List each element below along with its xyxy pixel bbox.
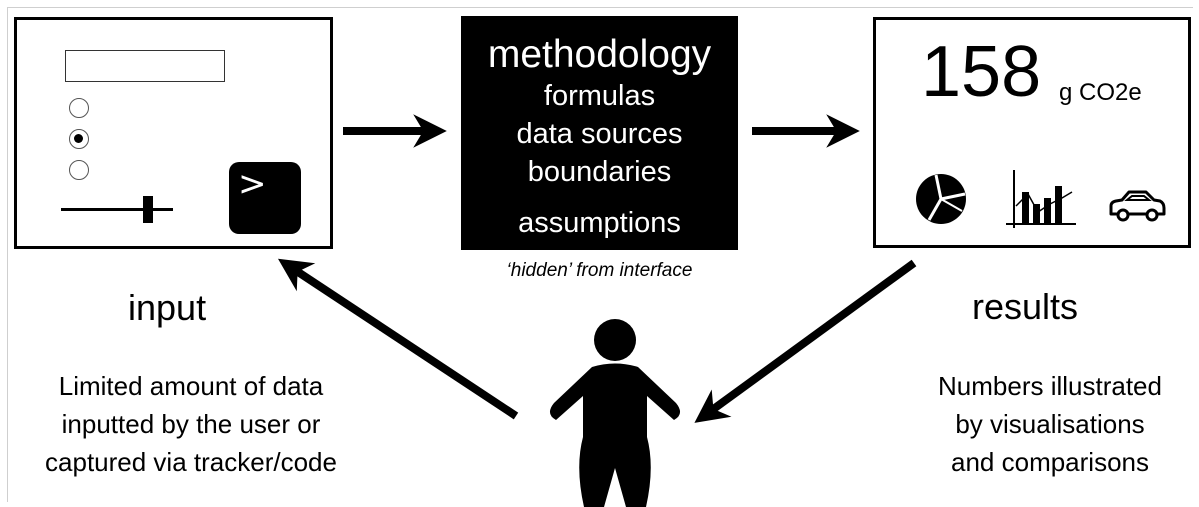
arrow-user-to-input	[277, 258, 519, 420]
input-description-line-1: Limited amount of data	[58, 371, 324, 401]
results-interface-box: 158 g CO2e	[873, 17, 1191, 248]
text-field-mock	[65, 50, 225, 82]
radio-option-1	[69, 98, 89, 118]
input-description-line-2: inputted by the user or	[61, 409, 321, 439]
result-value: 158	[921, 32, 1042, 112]
radio-option-2-selected	[69, 129, 89, 149]
methodology-title: methodology	[487, 33, 712, 76]
methodology-item-boundaries: boundaries	[527, 156, 672, 188]
methodology-caption: ‘hidden’ from interface	[506, 260, 693, 281]
results-description-line-2: by visualisations	[955, 409, 1145, 439]
input-interface-box: >	[14, 17, 333, 249]
methodology-item-assumptions: assumptions	[518, 207, 681, 239]
input-description: Limited amount of data inputted by the u…	[6, 367, 376, 481]
input-label: input	[128, 287, 207, 328]
person-icon	[549, 319, 681, 507]
car-icon	[1109, 190, 1166, 222]
methodology-item-data-sources: data sources	[516, 118, 683, 150]
input-description-line-3: captured via tracker/code	[45, 447, 337, 477]
slider-track	[61, 208, 173, 211]
terminal-prompt: >	[238, 164, 267, 204]
methodology-item-formulas: formulas	[543, 80, 656, 112]
results-description: Numbers illustrated by visualisations an…	[900, 367, 1199, 481]
results-label: results	[972, 286, 1079, 327]
arrow-results-to-user	[694, 259, 917, 423]
slider-thumb	[143, 196, 153, 223]
results-description-line-1: Numbers illustrated	[938, 371, 1162, 401]
diagram-frame	[7, 7, 1193, 502]
results-description-line-3: and comparisons	[951, 447, 1149, 477]
pie-chart-icon	[916, 174, 966, 224]
radio-option-3	[69, 160, 89, 180]
bar-chart-icon	[1006, 170, 1076, 228]
terminal-icon: >	[229, 162, 301, 234]
result-unit: g CO2e	[1059, 79, 1142, 106]
methodology-box: methodology formulas data sources bounda…	[461, 16, 738, 250]
